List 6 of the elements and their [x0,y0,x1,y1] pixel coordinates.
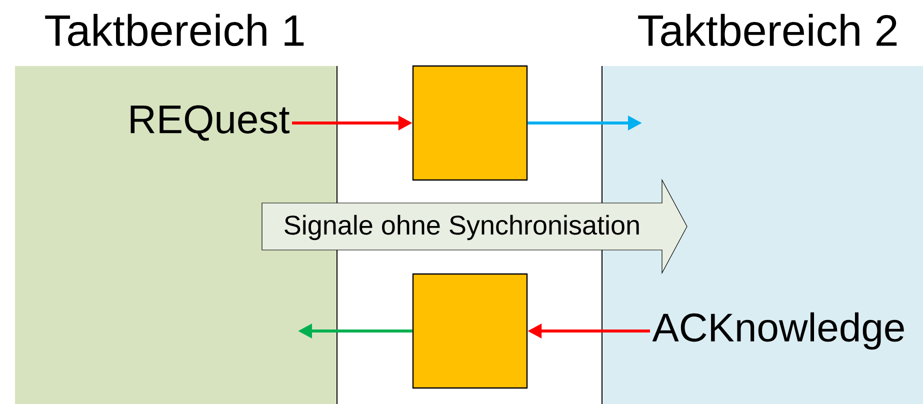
signal-label: REQuest [130,105,290,141]
node-label: Taktbereich 2 [638,14,897,46]
node-label: Taktbereich 1 [45,14,304,46]
synchronizer-box [412,65,528,181]
signal-label: ACKnowledge [652,312,904,350]
synchronizer-box [412,273,528,389]
